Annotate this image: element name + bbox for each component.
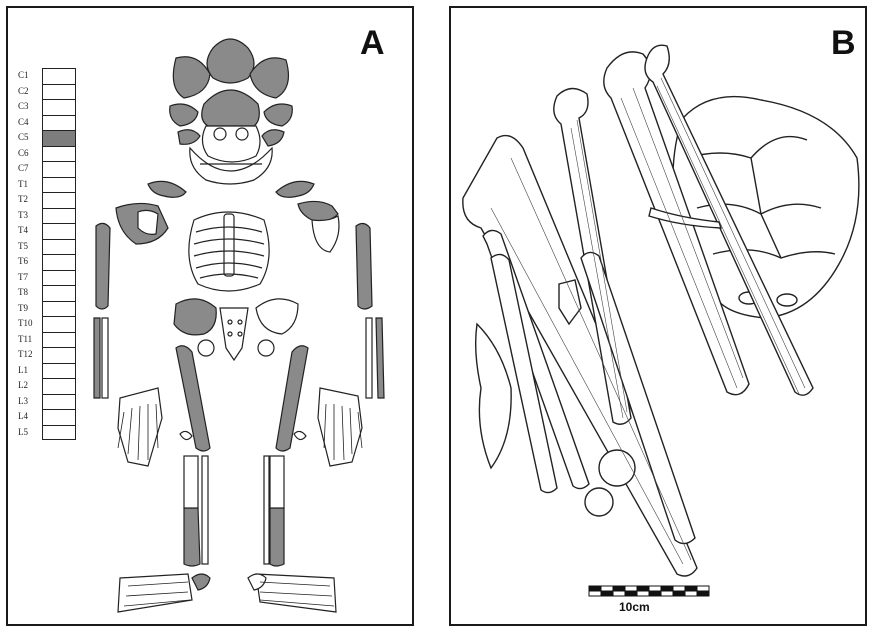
skeleton-diagram [8,8,412,624]
skull-face [202,126,260,162]
right-ilium [256,299,298,334]
right-eye-socket [777,294,797,306]
femoral-head-1 [585,488,613,516]
left-clavicle [148,181,186,197]
right-tibia [270,456,284,508]
skull-left-sphenoid [178,130,200,145]
right-ulna [366,318,372,398]
sacrum [220,308,248,360]
skull-right-parietal [250,58,288,98]
right-fibula [264,456,269,564]
left-foot [118,574,192,612]
left-talus [192,574,210,590]
left-fibula [202,456,208,564]
femoral-head-2 [599,450,635,486]
left-tibia [184,456,198,508]
skull-right-temporal [264,104,292,126]
skull-right-sphenoid [262,130,284,146]
skull-frontal [202,90,260,126]
left-scapula-lateral [138,210,158,234]
right-clavicle [276,181,314,197]
left-ischium [198,340,214,356]
right-foot [256,574,336,612]
left-ulna [94,318,100,398]
left-hand [118,388,162,466]
right-radius [376,318,384,398]
scale-bar [589,586,709,596]
left-radius [102,318,108,398]
right-scapula-blade [312,216,339,252]
panel-b-bone-drawing: B [449,6,867,626]
right-ischium [258,340,274,356]
left-tibia-distal [184,508,200,566]
skull-left-parietal [173,57,210,98]
panel-a-skeleton-inventory: A C1C2C3C4C5C6C7T1T2T3T4T5T6T7T8T9T10T11… [6,6,414,626]
right-tibia-distal [270,508,284,566]
sternum [224,214,234,276]
recovered-bones-illustration [451,8,865,624]
left-ilium [174,299,216,335]
scale-bar-label: 10cm [619,600,650,614]
left-orbit [214,128,226,140]
skull-left-temporal [170,104,198,126]
skull-occipital [207,39,254,83]
right-humerus [356,223,372,309]
left-humerus [96,223,110,309]
right-orbit [236,128,248,140]
ilium-fragment [476,324,512,468]
right-patella [294,431,306,439]
left-patella [180,431,192,439]
